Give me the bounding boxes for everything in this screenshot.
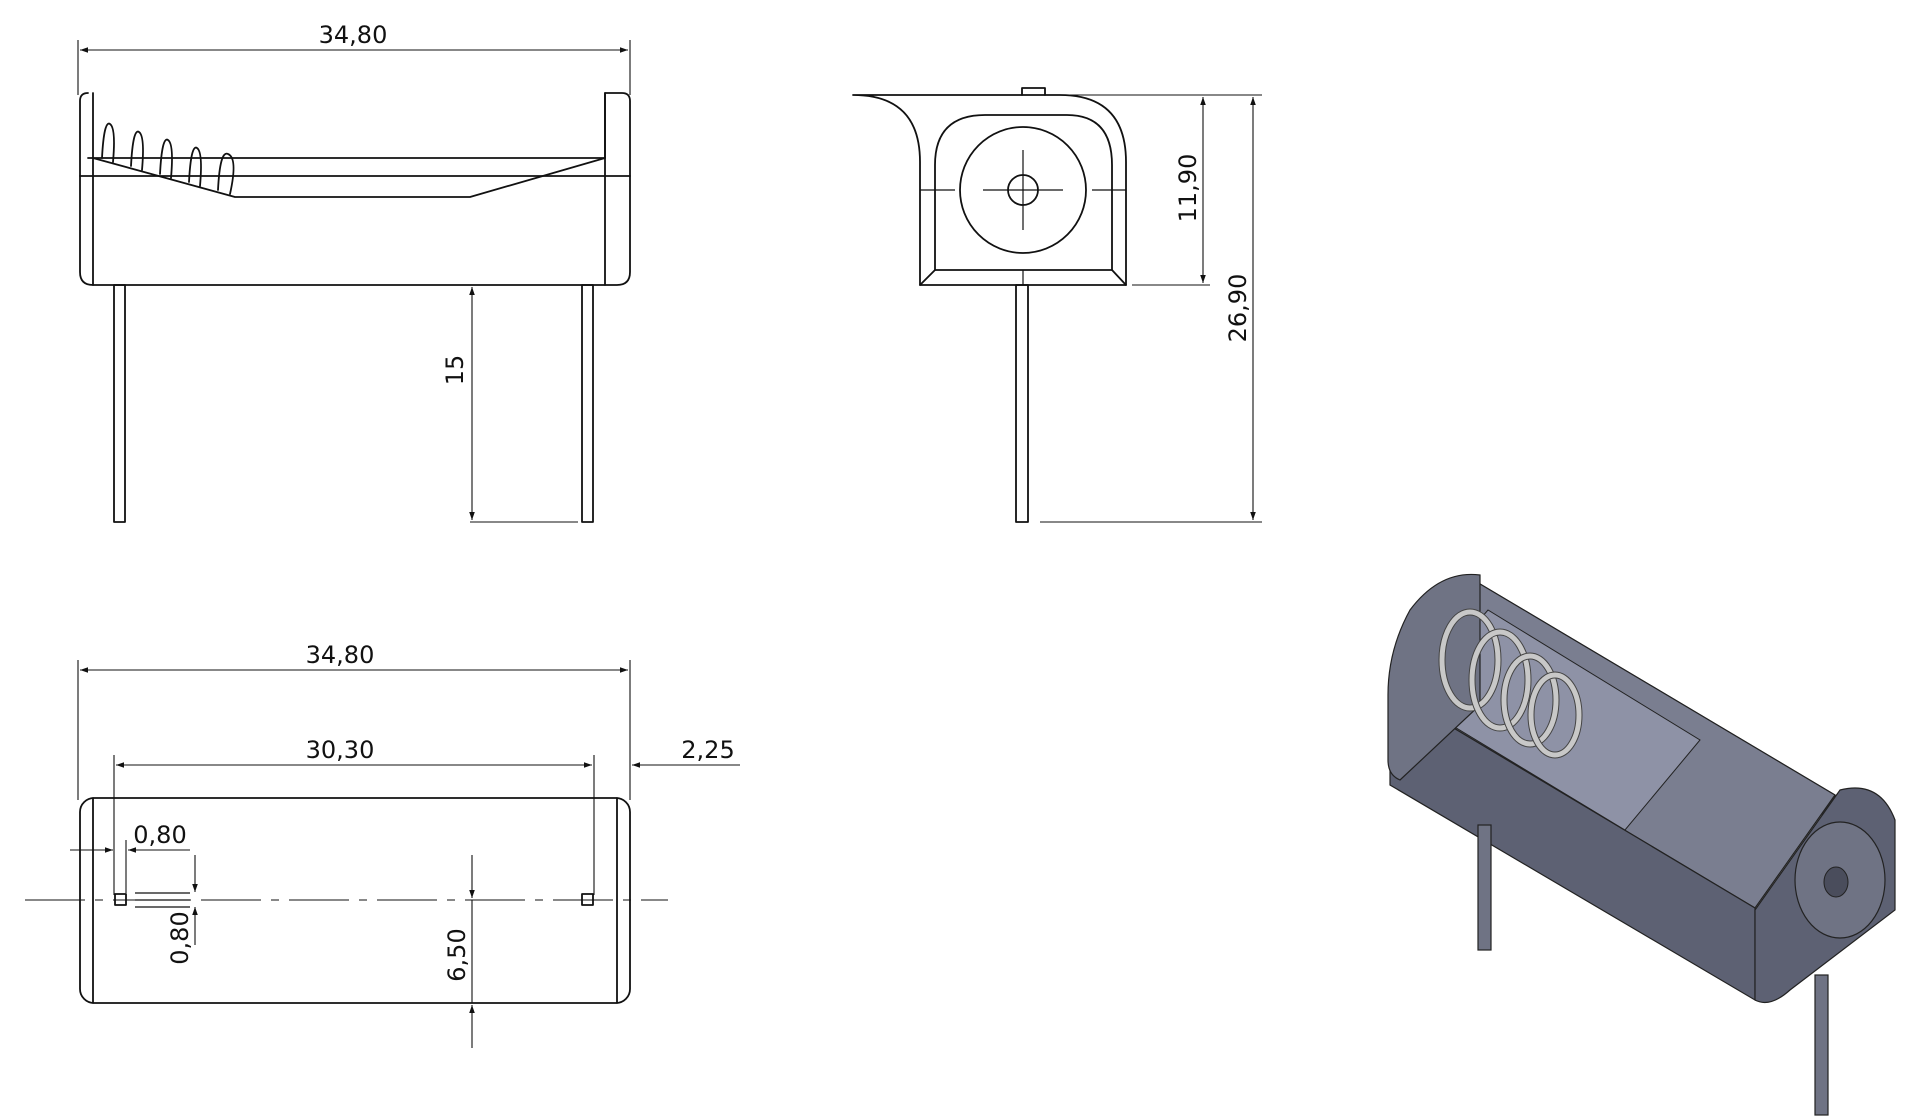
dim-pin-spacing: 30,30 [306, 736, 375, 764]
side-view: 11,90 26,90 [852, 87, 1262, 523]
dim-pin-height: 15 [441, 355, 469, 386]
dim-pin-thickness: 0,80 [166, 911, 194, 964]
dim-pin-offset-end: 2,25 [681, 736, 734, 764]
dim-top-length: 34,80 [306, 641, 375, 669]
top-view: 34,80 30,30 2,25 0,80 0,80 6,50 [25, 641, 740, 1048]
dim-front-length: 34,80 [319, 21, 388, 49]
dim-pin-width: 0,80 [133, 821, 186, 849]
dim-center-offset: 6,50 [443, 928, 471, 981]
dim-total-height: 26,90 [1224, 274, 1252, 343]
isometric-view [1387, 573, 1896, 1116]
front-view: 34,80 15 [77, 21, 631, 523]
dim-body-height: 11,90 [1174, 154, 1202, 223]
